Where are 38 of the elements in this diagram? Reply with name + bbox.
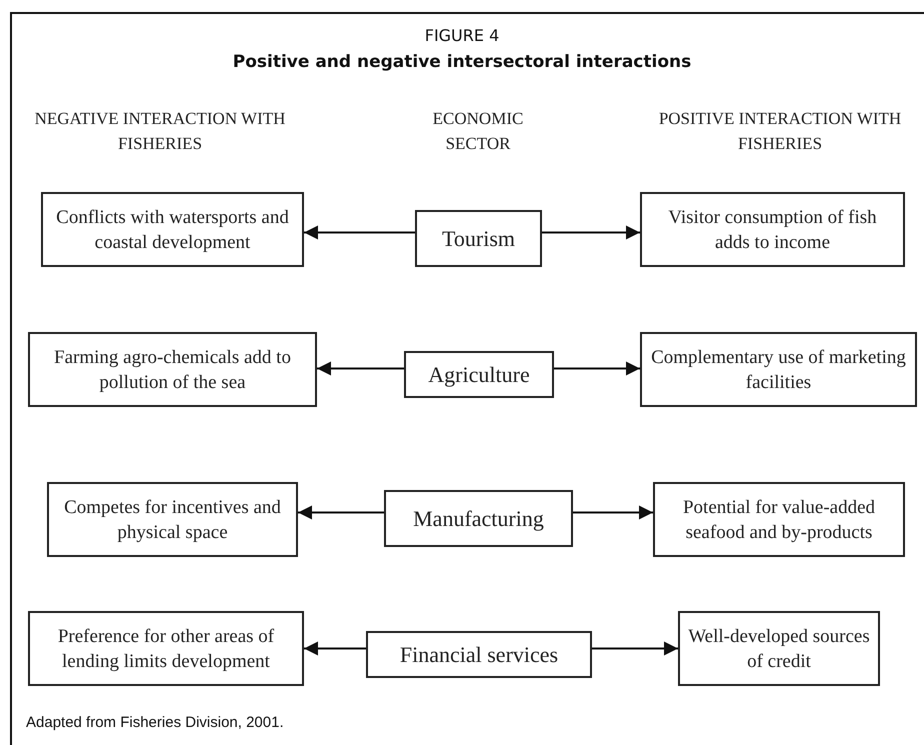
arrow (573, 506, 653, 520)
interaction-box (28, 332, 317, 407)
sector-name: Manufacturing (413, 506, 544, 531)
interaction-text: Preference for other areas of lending limits development (56, 624, 276, 674)
interaction-box (653, 482, 905, 557)
arrow (592, 642, 678, 656)
interaction-text: Complementary use of marketing facilities (650, 346, 907, 394)
interaction-text: Competes for incentives and physical space (63, 496, 282, 544)
arrow (304, 642, 366, 656)
arrow (554, 362, 640, 376)
sector-box (404, 351, 554, 398)
interaction-box (640, 192, 905, 267)
sector-box (415, 210, 542, 267)
sector-name: Agriculture (428, 362, 530, 387)
figure-title: Positive and negative intersectoral interactions (232, 52, 692, 72)
interaction-text: Visitor consumption of fish adds to income (667, 206, 878, 254)
sector-name: Tourism (442, 226, 515, 251)
source-note: Adapted from Fisheries Division, 2001. (26, 714, 284, 731)
interaction-box (41, 192, 304, 267)
interaction-text: Conflicts with watersports and coastal development (55, 206, 290, 254)
column-header: NEGATIVE INTERACTION WITH FISHERIES (34, 108, 286, 155)
interaction-box (678, 611, 880, 686)
column-header: ECONOMIC SECTOR (432, 108, 524, 155)
arrow (317, 362, 404, 376)
sector-name: Financial services (400, 642, 558, 667)
interaction-box (47, 482, 298, 557)
interaction-box (28, 611, 304, 686)
interaction-text: Farming agro-chemicals add to pollution of the sea (53, 346, 292, 394)
sector-box (384, 490, 573, 547)
interaction-text: Potential for value-added seafood and by-products (682, 496, 876, 544)
figure-number: FIGURE 4 (424, 26, 500, 45)
arrow (542, 226, 640, 240)
sector-box (366, 631, 592, 678)
interaction-text: Well-developed sources of credit (688, 624, 870, 674)
arrow (304, 226, 415, 240)
arrow (298, 506, 384, 520)
interaction-box (640, 332, 917, 407)
column-header: POSITIVE INTERACTION WITH FISHERIES (658, 108, 902, 155)
